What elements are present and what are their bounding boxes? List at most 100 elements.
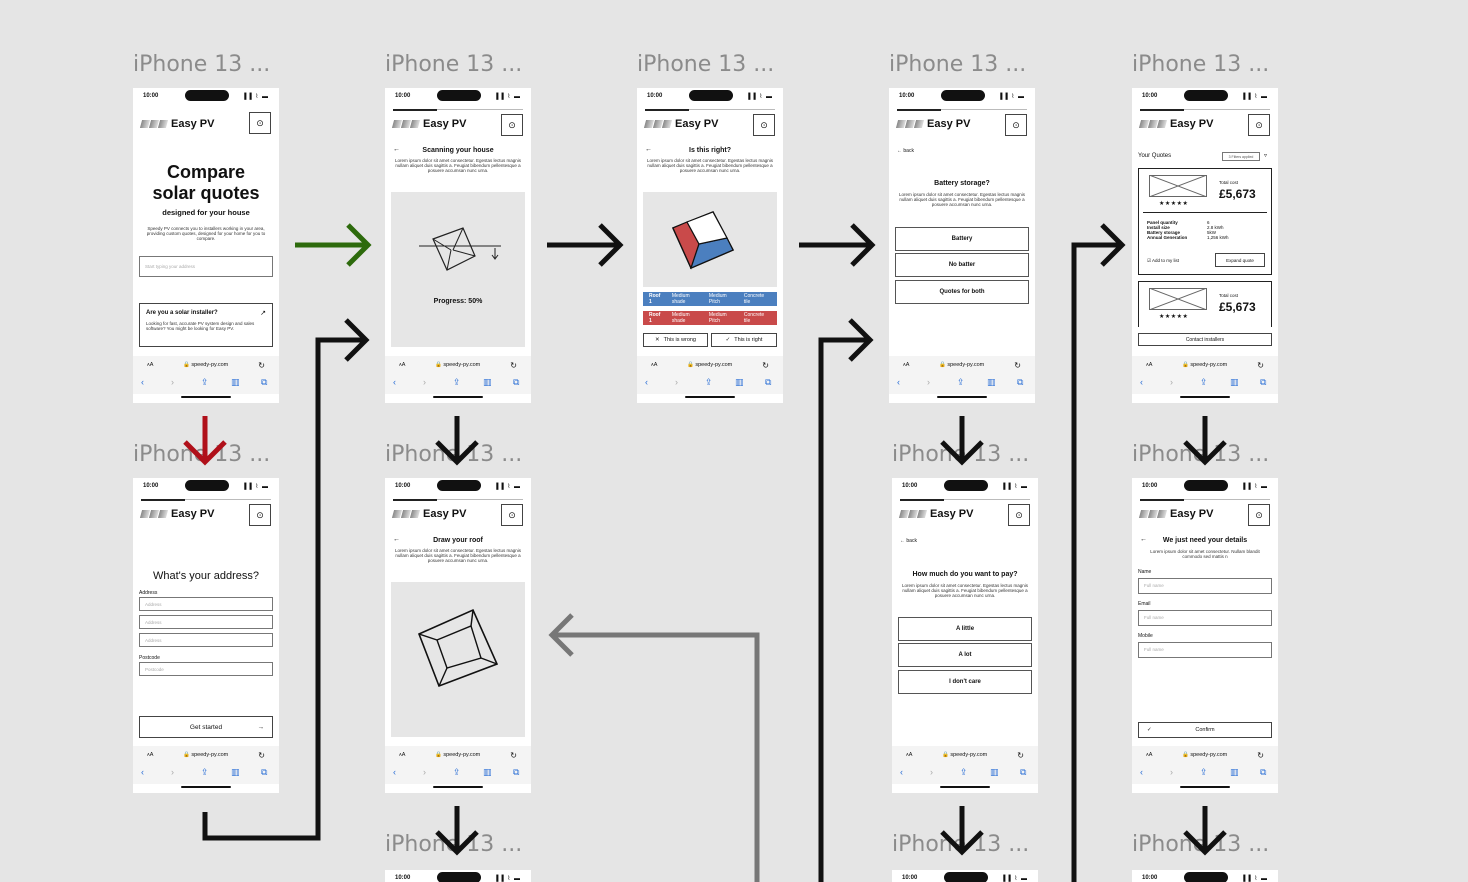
- reload-icon[interactable]: ↻: [1257, 751, 1264, 760]
- share-icon[interactable]: ⇪: [201, 377, 209, 387]
- reload-icon[interactable]: ↻: [258, 751, 265, 760]
- tabs-icon[interactable]: ⧉: [1020, 767, 1027, 777]
- share-icon[interactable]: ⇪: [453, 377, 461, 387]
- back-link[interactable]: ← back: [897, 148, 914, 154]
- back-arrow-icon[interactable]: ←: [645, 146, 652, 153]
- forward-icon[interactable]: ›: [1170, 377, 1173, 387]
- forward-icon[interactable]: ›: [675, 377, 678, 387]
- help-button[interactable]: ⊙: [753, 114, 775, 136]
- forward-icon[interactable]: ›: [927, 377, 930, 387]
- brand-logo[interactable]: Easy PV: [139, 508, 214, 520]
- address-line1-input[interactable]: Address: [139, 597, 273, 611]
- tabs-icon[interactable]: ⧉: [1260, 377, 1267, 387]
- bookmarks-icon[interactable]: ▥: [231, 377, 240, 387]
- back-icon[interactable]: ‹: [897, 377, 900, 387]
- installer-card[interactable]: Are you a solar installer? ↗ Looking for…: [139, 303, 273, 347]
- both-option[interactable]: Quotes for both: [895, 280, 1029, 304]
- text-size-button[interactable]: ᴀA: [1146, 752, 1153, 758]
- text-size-button[interactable]: ᴀA: [651, 362, 658, 368]
- back-icon[interactable]: ‹: [393, 767, 396, 777]
- reload-icon[interactable]: ↻: [510, 361, 517, 370]
- help-button[interactable]: ⊙: [1248, 504, 1270, 526]
- back-icon[interactable]: ‹: [900, 767, 903, 777]
- brand-logo[interactable]: Easy PV: [391, 508, 466, 520]
- safari-url-bar[interactable]: ᴀA🔒 speedy-py.com↻: [892, 746, 1038, 764]
- help-button[interactable]: ⊙: [501, 114, 523, 136]
- bookmarks-icon[interactable]: ▥: [735, 377, 744, 387]
- back-icon[interactable]: ‹: [1140, 767, 1143, 777]
- share-icon[interactable]: ⇪: [960, 767, 968, 777]
- this-is-wrong-button[interactable]: ✕This is wrong: [643, 333, 708, 347]
- safari-url-bar[interactable]: ᴀA🔒 speedy-py.com↻: [133, 746, 279, 764]
- brand-logo[interactable]: Easy PV: [139, 118, 214, 130]
- share-icon[interactable]: ⇪: [1200, 767, 1208, 777]
- expand-quote-button[interactable]: Expand quote: [1215, 253, 1265, 267]
- safari-url-bar[interactable]: ᴀA🔒 speedy-py.com↻: [385, 356, 531, 374]
- back-icon[interactable]: ‹: [393, 377, 396, 387]
- forward-icon[interactable]: ›: [423, 377, 426, 387]
- bookmarks-icon[interactable]: ▥: [990, 767, 999, 777]
- share-icon[interactable]: ⇪: [705, 377, 713, 387]
- reload-icon[interactable]: ↻: [258, 361, 265, 370]
- forward-icon[interactable]: ›: [171, 377, 174, 387]
- address-line3-input[interactable]: Address: [139, 633, 273, 647]
- this-is-right-button[interactable]: ✓This is right: [711, 333, 777, 347]
- brand-logo[interactable]: Easy PV: [643, 118, 718, 130]
- get-started-button[interactable]: Get started→: [139, 716, 273, 738]
- budget-high-option[interactable]: A lot: [898, 643, 1032, 667]
- share-icon[interactable]: ⇪: [957, 377, 965, 387]
- help-button[interactable]: ⊙: [249, 504, 271, 526]
- bookmarks-icon[interactable]: ▥: [483, 767, 492, 777]
- tabs-icon[interactable]: ⧉: [765, 377, 772, 387]
- back-icon[interactable]: ‹: [1140, 377, 1143, 387]
- safari-url-bar[interactable]: ᴀA🔒 speedy-py.com↻: [637, 356, 783, 374]
- forward-icon[interactable]: ›: [930, 767, 933, 777]
- help-button[interactable]: ⊙: [501, 504, 523, 526]
- filters-badge[interactable]: 3 Filters applied: [1222, 152, 1260, 161]
- tabs-icon[interactable]: ⧉: [513, 767, 520, 777]
- brand-logo[interactable]: Easy PV: [895, 118, 970, 130]
- budget-low-option[interactable]: A little: [898, 617, 1032, 641]
- filter-icon[interactable]: ▿: [1264, 153, 1268, 159]
- confirm-button[interactable]: ✓Confirm: [1138, 722, 1272, 738]
- bookmarks-icon[interactable]: ▥: [1230, 377, 1239, 387]
- forward-icon[interactable]: ›: [171, 767, 174, 777]
- email-input[interactable]: Full name: [1138, 610, 1272, 626]
- tabs-icon[interactable]: ⧉: [261, 377, 268, 387]
- brand-logo[interactable]: Easy PV: [391, 118, 466, 130]
- back-icon[interactable]: ‹: [141, 377, 144, 387]
- reload-icon[interactable]: ↻: [1014, 361, 1021, 370]
- text-size-button[interactable]: ᴀA: [399, 752, 406, 758]
- share-icon[interactable]: ⇪: [1200, 377, 1208, 387]
- reload-icon[interactable]: ↻: [510, 751, 517, 760]
- reload-icon[interactable]: ↻: [1017, 751, 1024, 760]
- share-icon[interactable]: ⇪: [453, 767, 461, 777]
- safari-url-bar[interactable]: ᴀA🔒 speedy-py.com↻: [1132, 746, 1278, 764]
- bookmarks-icon[interactable]: ▥: [231, 767, 240, 777]
- no-battery-option[interactable]: No batter: [895, 253, 1029, 277]
- back-icon[interactable]: ‹: [141, 767, 144, 777]
- safari-url-bar[interactable]: ᴀA🔒 speedy-py.com↻: [1132, 356, 1278, 374]
- safari-url-bar[interactable]: ᴀA🔒 speedy-py.com↻: [133, 356, 279, 374]
- reload-icon[interactable]: ↻: [1257, 361, 1264, 370]
- bookmarks-icon[interactable]: ▥: [483, 377, 492, 387]
- brand-logo[interactable]: Easy PV: [898, 508, 973, 520]
- forward-icon[interactable]: ›: [423, 767, 426, 777]
- bookmarks-icon[interactable]: ▥: [1230, 767, 1239, 777]
- text-size-button[interactable]: ᴀA: [1146, 362, 1153, 368]
- back-arrow-icon[interactable]: ←: [393, 536, 400, 543]
- battery-option[interactable]: Battery: [895, 227, 1029, 251]
- mobile-input[interactable]: Full name: [1138, 642, 1272, 658]
- text-size-button[interactable]: ᴀA: [906, 752, 913, 758]
- budget-any-option[interactable]: I don't care: [898, 670, 1032, 694]
- help-button[interactable]: ⊙: [249, 112, 271, 134]
- draw-canvas[interactable]: [391, 582, 525, 737]
- back-arrow-icon[interactable]: ←: [1140, 536, 1147, 543]
- bookmarks-icon[interactable]: ▥: [987, 377, 996, 387]
- tabs-icon[interactable]: ⧉: [1260, 767, 1267, 777]
- postcode-input[interactable]: Postcode: [139, 662, 273, 676]
- back-link[interactable]: ← back: [900, 538, 917, 544]
